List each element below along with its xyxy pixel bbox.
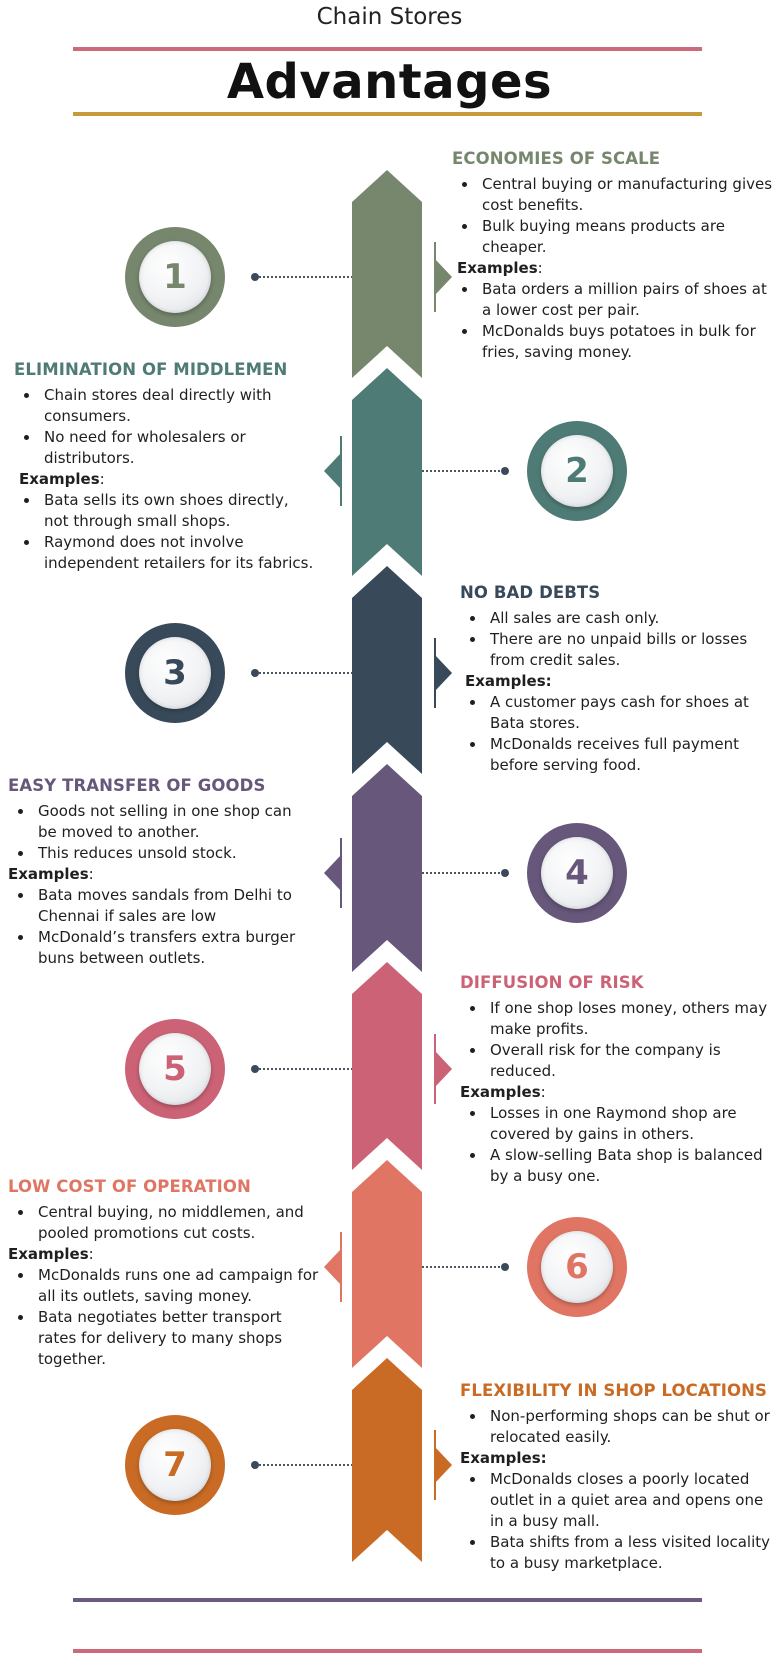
list-item: Non-performing shops can be shut or relo… bbox=[486, 1406, 776, 1448]
item-block-3: NO BAD DEBTS All sales are cash only. Th… bbox=[460, 582, 776, 776]
timeline-segment-5 bbox=[352, 962, 422, 1170]
pointer-arrow bbox=[435, 259, 452, 295]
connector-dot bbox=[251, 273, 259, 281]
connector-dot bbox=[501, 467, 509, 475]
page-title: Advantages bbox=[226, 54, 553, 110]
list-item: A customer pays cash for shoes at Bata s… bbox=[486, 692, 776, 734]
item-heading: ECONOMIES OF SCALE bbox=[452, 149, 661, 168]
item-heading: NO BAD DEBTS bbox=[460, 583, 601, 602]
page-subtitle: Chain Stores bbox=[316, 4, 463, 30]
item-heading: ELIMINATION OF MIDDLEMEN bbox=[14, 360, 288, 379]
list-item: McDonald’s transfers extra burger buns b… bbox=[34, 927, 308, 969]
examples-label: Examples bbox=[8, 1245, 89, 1263]
number-badge-6: 6 bbox=[527, 1217, 627, 1317]
list-item: A slow-selling Bata shop is balanced by … bbox=[486, 1145, 779, 1187]
pointer-arrow bbox=[435, 1051, 452, 1087]
number-label: 1 bbox=[139, 241, 211, 313]
examples-colon: : bbox=[88, 865, 94, 883]
list-item: McDonalds buys potatoes in bulk for frie… bbox=[478, 321, 774, 363]
list-item: Bata moves sandals from Delhi to Chennai… bbox=[34, 885, 308, 927]
timeline-segment-3 bbox=[352, 566, 422, 774]
item-block-7: FLEXIBILITY IN SHOP LOCATIONS Non-perfor… bbox=[460, 1380, 776, 1574]
item-block-4: EASY TRANSFER OF GOODS Goods not selling… bbox=[8, 775, 308, 969]
timeline-segment-4 bbox=[352, 764, 422, 972]
list-item: Bata sells its own shoes directly, not t… bbox=[40, 490, 314, 532]
item-heading: DIFFUSION OF RISK bbox=[460, 973, 644, 992]
number-badge-1: 1 bbox=[125, 227, 225, 327]
examples-label: Examples: bbox=[465, 672, 552, 690]
item-block-2: ELIMINATION OF MIDDLEMEN Chain stores de… bbox=[14, 359, 314, 574]
timeline-segment-7 bbox=[352, 1358, 422, 1562]
top-rule-1 bbox=[73, 47, 702, 51]
item-block-5: DIFFUSION OF RISK If one shop loses mone… bbox=[460, 972, 779, 1187]
examples-colon: : bbox=[88, 1245, 94, 1263]
pointer-arrow bbox=[324, 855, 341, 891]
connector-dot bbox=[251, 1065, 259, 1073]
examples-colon: : bbox=[99, 470, 105, 488]
number-badge-2: 2 bbox=[527, 421, 627, 521]
connector-dot bbox=[251, 669, 259, 677]
connector-dot bbox=[251, 1461, 259, 1469]
number-badge-5: 5 bbox=[125, 1019, 225, 1119]
list-item: Chain stores deal directly with consumer… bbox=[40, 385, 314, 427]
list-item: No need for wholesalers or distributors. bbox=[40, 427, 314, 469]
pointer-arrow bbox=[324, 453, 341, 489]
item-heading: FLEXIBILITY IN SHOP LOCATIONS bbox=[460, 1381, 768, 1400]
number-badge-3: 3 bbox=[125, 623, 225, 723]
item-block-1: ECONOMIES OF SCALE Central buying or man… bbox=[452, 148, 774, 363]
examples-label: Examples bbox=[19, 470, 100, 488]
examples-colon: : bbox=[540, 1083, 546, 1101]
bottom-rule-1 bbox=[73, 1598, 702, 1602]
number-badge-7: 7 bbox=[125, 1415, 225, 1515]
number-badge-4: 4 bbox=[527, 823, 627, 923]
examples-label: Examples bbox=[457, 259, 538, 277]
list-item: Overall risk for the company is reduced. bbox=[486, 1040, 779, 1082]
list-item: There are no unpaid bills or losses from… bbox=[486, 629, 776, 671]
list-item: Bata shifts from a less visited locality… bbox=[486, 1532, 776, 1574]
list-item: This reduces unsold stock. bbox=[34, 843, 308, 864]
pointer-arrow bbox=[435, 1447, 452, 1483]
examples-label: Examples bbox=[8, 865, 89, 883]
timeline-segment-2 bbox=[352, 368, 422, 576]
number-label: 7 bbox=[139, 1429, 211, 1501]
examples-label: Examples: bbox=[460, 1449, 547, 1467]
number-label: 5 bbox=[139, 1033, 211, 1105]
timeline-segment-1 bbox=[352, 170, 422, 378]
list-item: McDonalds runs one ad campaign for all i… bbox=[34, 1265, 320, 1307]
number-label: 4 bbox=[541, 837, 613, 909]
item-heading: EASY TRANSFER OF GOODS bbox=[8, 776, 266, 795]
list-item: Bulk buying means products are cheaper. bbox=[478, 216, 774, 258]
bottom-rule-2 bbox=[73, 1649, 702, 1653]
list-item: McDonalds receives full payment before s… bbox=[486, 734, 776, 776]
top-rule-2 bbox=[73, 112, 702, 116]
list-item: Bata negotiates better transport rates f… bbox=[34, 1307, 320, 1370]
number-label: 3 bbox=[139, 637, 211, 709]
list-item: McDonalds closes a poorly located outlet… bbox=[486, 1469, 776, 1532]
timeline-segment-6 bbox=[352, 1160, 422, 1368]
pointer-arrow bbox=[435, 655, 452, 691]
list-item: Raymond does not involve independent ret… bbox=[40, 532, 314, 574]
list-item: Goods not selling in one shop can be mov… bbox=[34, 801, 308, 843]
list-item: Central buying, no middlemen, and pooled… bbox=[34, 1202, 320, 1244]
pointer-arrow bbox=[324, 1249, 341, 1285]
list-item: Bata orders a million pairs of shoes at … bbox=[478, 279, 774, 321]
number-label: 2 bbox=[541, 435, 613, 507]
list-item: Central buying or manufacturing gives co… bbox=[478, 174, 774, 216]
number-label: 6 bbox=[541, 1231, 613, 1303]
item-heading: LOW COST OF OPERATION bbox=[8, 1177, 251, 1196]
connector-dot bbox=[501, 1263, 509, 1271]
examples-label: Examples bbox=[460, 1083, 541, 1101]
examples-colon: : bbox=[537, 259, 543, 277]
list-item: Losses in one Raymond shop are covered b… bbox=[486, 1103, 779, 1145]
connector-dot bbox=[501, 869, 509, 877]
list-item: If one shop loses money, others may make… bbox=[486, 998, 779, 1040]
list-item: All sales are cash only. bbox=[486, 608, 776, 629]
item-block-6: LOW COST OF OPERATION Central buying, no… bbox=[8, 1176, 320, 1370]
